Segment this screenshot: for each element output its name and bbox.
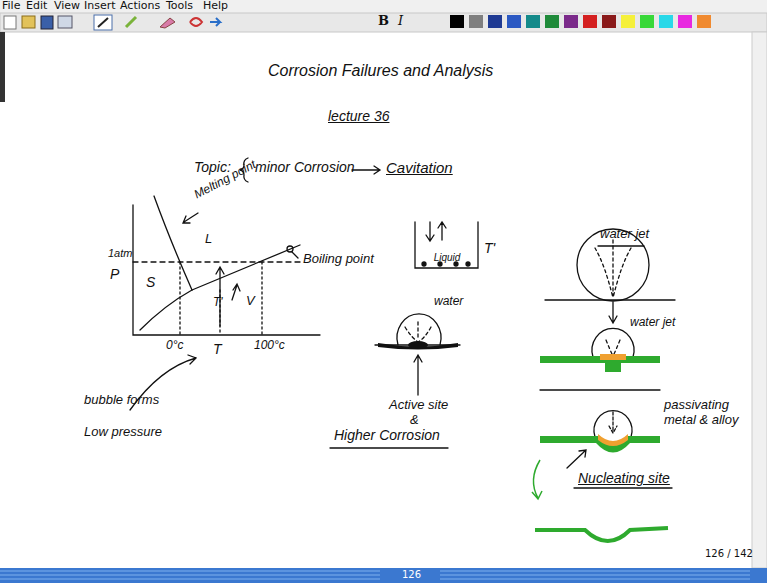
note: Higher Corrosion [334, 427, 440, 443]
toolbar [0, 13, 767, 32]
page-number: 126 [402, 569, 421, 581]
note: passivating metal & alloy [664, 398, 750, 428]
menu-item: Tools [166, 0, 193, 13]
liquid-container: Liquid [416, 223, 478, 267]
note: bubble forms [84, 393, 162, 408]
status-bar [0, 568, 767, 583]
menu-item: Insert [84, 0, 116, 13]
axis-label: Boiling point [303, 252, 374, 267]
note: Low pressure [84, 425, 162, 440]
lecture-number: lecture 36 [328, 108, 389, 124]
menu-item: File [2, 0, 20, 13]
callout-label: water jet [630, 316, 675, 330]
callout-label: Active site [389, 398, 448, 413]
toolbar-icons [4, 15, 220, 30]
menu-item: Edit [26, 0, 47, 13]
axis-label: 1atm [108, 247, 132, 260]
topic-text: minor Corrosion [255, 159, 355, 175]
menu-bar [0, 0, 767, 13]
slide-title: Corrosion Failures and Analysis [268, 62, 493, 80]
bold-button: B [378, 14, 389, 29]
callout-label: & [410, 413, 419, 428]
italic-button: I [398, 14, 403, 29]
axis-label: P [110, 266, 119, 282]
axis-label: 0°c [166, 339, 183, 353]
menu-item: Help [203, 0, 228, 13]
region-label: L [205, 232, 212, 247]
menu-item: View [54, 0, 80, 13]
scrollbar [752, 32, 767, 568]
callout-label: T' [484, 240, 495, 256]
menu-item: Actions [120, 0, 160, 13]
side-strip [0, 32, 5, 102]
axis-label: 100°c [254, 339, 285, 353]
callout-label: water jet [600, 227, 649, 242]
status-stripes [0, 571, 750, 579]
color-palette [450, 15, 711, 28]
axis-label: T' [213, 296, 223, 310]
node-text: Liquid [416, 252, 478, 264]
page-counter: 126 / 142 [705, 548, 753, 560]
callout-label: water [434, 295, 463, 309]
callout-label: Nucleating site [578, 470, 670, 486]
handwriting-strokes [130, 158, 675, 488]
region-label: V [246, 294, 255, 309]
topic-text: Cavitation [386, 159, 453, 176]
axis-label: T [213, 341, 222, 357]
region-label: S [146, 274, 155, 290]
